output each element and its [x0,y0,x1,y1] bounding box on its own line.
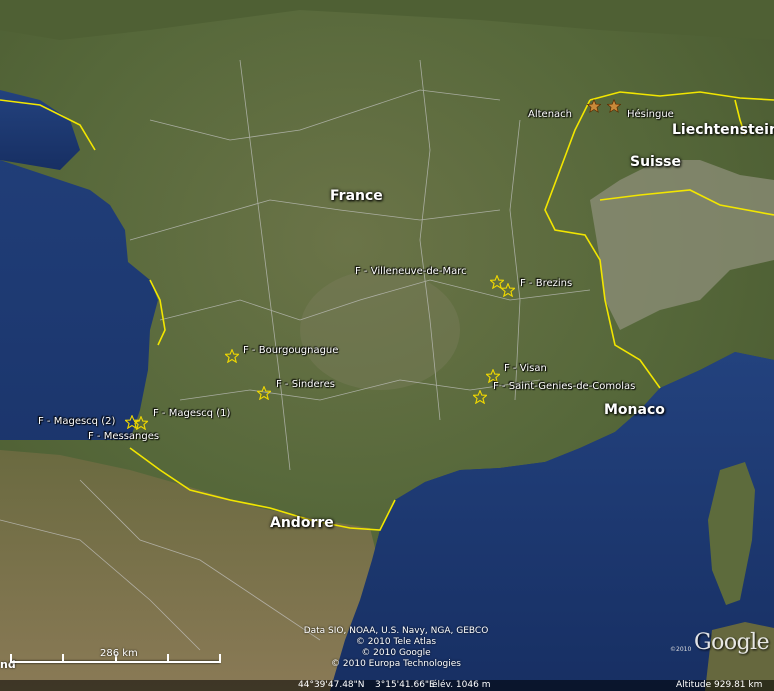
label-andorre: Andorre [270,515,334,531]
credit-line: © 2010 Tele Atlas [355,637,437,647]
credit-line: © 2010 Google [361,648,431,658]
placemark-label-magescq-1[interactable]: F - Magescq (1) [153,408,231,419]
status-altitude: Altitude 929.81 km [676,680,763,690]
scale-tick [219,654,221,663]
label-liechtenstein: Liechtenstein [672,122,774,138]
scale-left-fragment: nd [0,658,16,671]
label-france: France [330,188,383,204]
star-icon[interactable] [501,283,515,297]
imagery-credits: Data SIO, NOAA, U.S. Navy, NGA, GEBCO © … [286,626,506,670]
star-icon[interactable] [486,369,500,383]
logo-copyright: ©2010 [670,646,692,653]
placemark-label-magescq-2[interactable]: F - Magescq (2) [38,416,116,427]
google-logo: Google [694,630,770,655]
star-icon[interactable] [125,415,139,429]
scale-label: 286 km [100,648,138,659]
sardinia [705,622,774,691]
credit-line: © 2010 Europa Technologies [331,659,461,669]
label-suisse: Suisse [630,154,682,170]
corsica [708,462,755,605]
star-icon[interactable] [257,386,271,400]
massif-central [300,270,460,390]
star-icon[interactable] [587,99,601,113]
placemark-label-messanges[interactable]: F - Messanges [88,431,160,442]
mediterranean-sea [330,352,774,691]
scale-tick [10,654,12,663]
star-icon[interactable] [473,390,487,404]
placemark-label-saint-genies[interactable]: F - Saint-Genies-de-Comolas [493,381,636,392]
placemark-label-villeneuve[interactable]: F - Villeneuve-de-Marc [355,266,467,277]
region-boundaries [0,59,591,651]
star-icon[interactable] [225,349,239,363]
alps [590,160,774,330]
placemark-label-altenach[interactable]: Altenach [528,109,572,120]
scale-tick [62,654,64,663]
status-latitude: 44°39'47.48"N [298,680,365,690]
land-north [0,0,774,40]
label-monaco: Monaco [604,402,665,418]
star-icon[interactable] [490,275,504,289]
scale-tick [167,654,169,663]
credit-line: Data SIO, NOAA, U.S. Navy, NGA, GEBCO [303,626,489,636]
status-elevation: élév. 1046 m [432,680,491,690]
scale-tick [115,654,117,663]
star-icon[interactable] [134,416,148,430]
placemark-label-hesingue[interactable]: Hésingue [627,109,674,120]
placemark-label-bourgougnague[interactable]: F - Bourgougnague [243,345,339,356]
placemark-label-sinderes[interactable]: F - Sinderes [276,379,335,390]
placemark-label-visan[interactable]: F - Visan [504,363,547,374]
spain-land [0,450,378,691]
status-longitude: 3°15'41.66"E [375,680,435,690]
national-borders [0,91,774,531]
placemark-label-brezins[interactable]: F - Brezins [520,278,573,289]
star-icon[interactable] [607,99,621,113]
status-bar: 44°39'47.48"N 3°15'41.66"E élév. 1046 m … [0,680,774,691]
atlantic-sea [0,90,80,170]
